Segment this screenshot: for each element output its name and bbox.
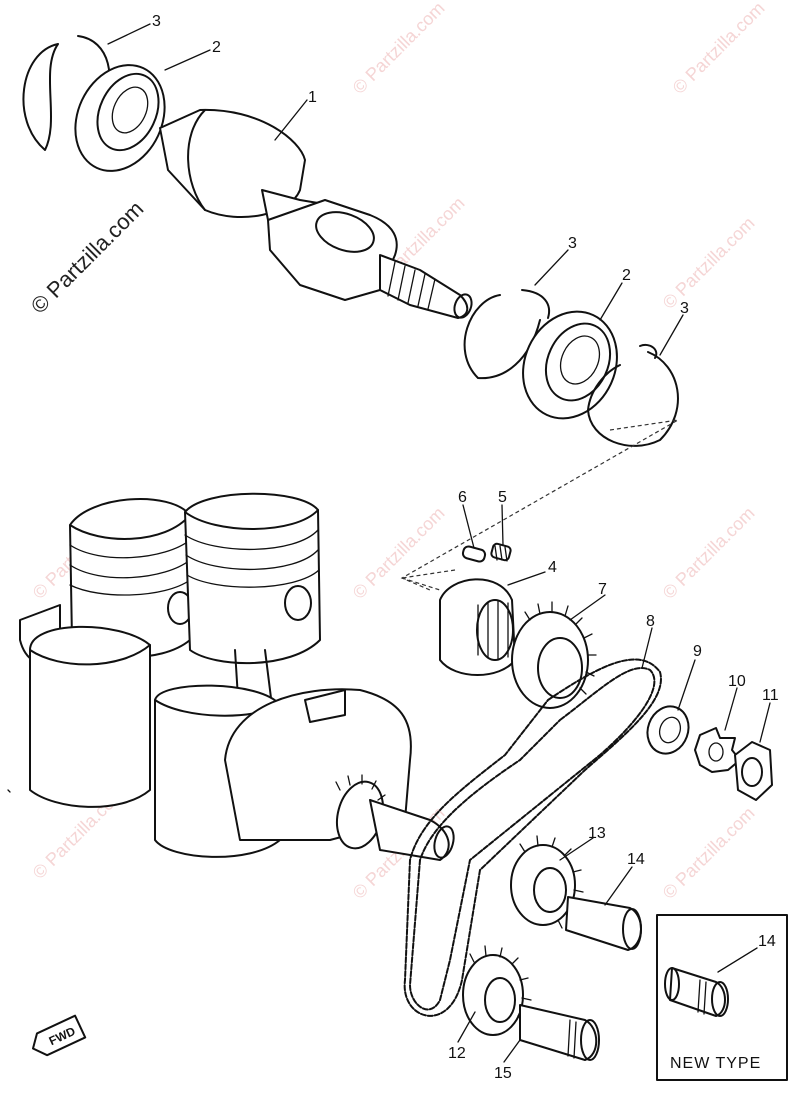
callout-15: 15 [494, 1065, 512, 1082]
crankshaft-body [159, 108, 306, 218]
callout-3: 3 [568, 235, 577, 252]
piston-right [184, 492, 321, 665]
callout-12: 12 [448, 1045, 466, 1062]
fwd-arrow: FWD [31, 1014, 87, 1057]
callout-1: 1 [308, 89, 317, 106]
circlip-top-left [22, 43, 59, 151]
pin-6 [461, 545, 487, 563]
callout-9: 9 [693, 643, 702, 660]
shaft-14 [565, 896, 642, 951]
sprocket-12 [462, 954, 524, 1036]
watermark-main: © Partzilla.com [26, 196, 149, 319]
callout-6: 6 [458, 489, 467, 506]
watermark-text: © Partzilla.com [349, 503, 449, 603]
watermark-text: © Partzilla.com [669, 0, 769, 98]
crank-web [267, 199, 398, 301]
callout-2: 2 [622, 267, 631, 284]
new-type-inset: 14 NEW TYPE [656, 914, 788, 1081]
callout-14: 14 [627, 851, 645, 868]
callout-7: 7 [598, 581, 607, 598]
inset-box [656, 914, 788, 1081]
sprocket-cluster [403, 542, 773, 1061]
inset-label: NEW TYPE [670, 1055, 761, 1072]
sprocket-7 [511, 611, 589, 709]
splined-shaft [379, 254, 469, 319]
callout-3: 3 [680, 300, 689, 317]
callout-2: 2 [212, 39, 221, 56]
nut-11 [734, 741, 773, 801]
watermark-text: © Partzilla.com [349, 0, 449, 98]
callout-14-new: 14 [758, 933, 776, 950]
callout-5: 5 [498, 489, 507, 506]
callout-8: 8 [646, 613, 655, 630]
callout-4: 4 [548, 559, 557, 576]
callout-11: 11 [762, 687, 779, 704]
bearing-top [74, 64, 166, 172]
watermark-text: © Partzilla.com [659, 803, 759, 903]
leader-lines [107, 23, 771, 1063]
piston-crank-assembly [19, 492, 455, 861]
callout-10: 10 [728, 673, 746, 690]
lock-washer-10 [694, 727, 741, 773]
washer-9 [646, 705, 690, 755]
callout-3: 3 [152, 13, 161, 30]
cam-chain-8 [409, 667, 656, 1011]
circlip-right [587, 351, 679, 447]
watermark-text: © Partzilla.com [659, 503, 759, 603]
callout-numbers: 3 2 1 3 2 3 6 5 4 7 8 9 10 11 13 14 12 1… [152, 13, 779, 1082]
bearing-mid [522, 310, 618, 420]
sprocket-13 [510, 844, 576, 926]
crankshaft-assembly-top [22, 35, 679, 591]
callout-13: 13 [588, 825, 606, 842]
shaft-15 [519, 1004, 598, 1061]
watermark-text: © Partzilla.com [659, 213, 759, 313]
